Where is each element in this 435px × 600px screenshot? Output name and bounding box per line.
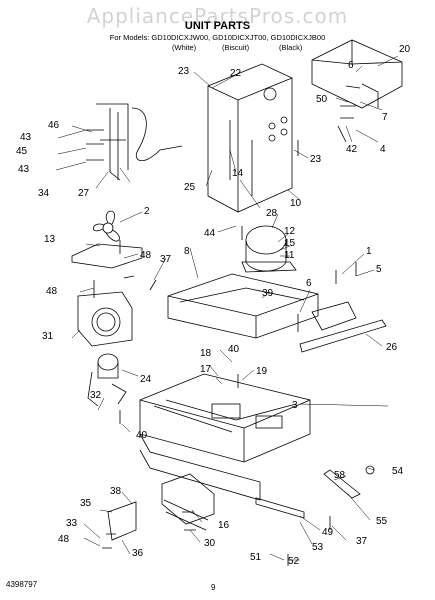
callout-13: 13 [44,234,56,245]
callout-20: 20 [399,44,411,55]
slide-part-49 [255,497,305,519]
callout-25: 25 [184,182,196,193]
callout-45: 45 [16,146,28,157]
callout-2: 2 [144,206,150,217]
condenser-shroud-part-22 [207,63,293,213]
color-label-biscuit: (Biscuit) [222,43,250,52]
callout-49: 49 [322,527,334,538]
callout-48: 48 [140,250,152,261]
callout-40: 40 [228,344,240,355]
fan-blade-part-2 [102,222,114,234]
callout-30: 30 [204,538,216,549]
callout-40: 40 [136,430,148,441]
diagram-title: UNIT PARTS [184,20,251,32]
callout-37: 37 [160,254,172,265]
callout-26: 26 [386,342,398,353]
callout-10: 10 [290,198,302,209]
callout-42: 42 [346,144,358,155]
fan-shroud-part-31 [77,291,133,347]
rod-part-55 [323,469,361,499]
callout-4: 4 [380,144,386,155]
drip-tray-part-8 [167,273,319,339]
fan-bracket-part-13 [71,243,143,269]
callout-17: 17 [200,364,212,375]
callout-32: 32 [90,390,102,401]
callout-7: 7 [382,112,388,123]
foot-part-54 [365,465,375,475]
callout-23: 23 [310,154,322,165]
callout-28: 28 [266,208,278,219]
callout-52: 52 [288,556,300,567]
callout-58: 58 [334,470,346,481]
cover-part-16 [161,473,215,525]
callout-55: 55 [376,516,388,527]
leader-lines [55,55,399,561]
site-watermark: AppliancePartsPros.com [86,4,349,28]
bracket-part-36 [107,501,137,541]
callout-35: 35 [80,498,92,509]
callout-14: 14 [232,168,244,179]
fan-motor-part-24 [97,353,119,371]
callout-6: 6 [306,278,312,289]
callout-1: 1 [366,246,372,257]
callout-18: 18 [200,348,212,359]
callout-50: 50 [316,94,328,105]
callout-53: 53 [312,542,324,553]
callout-39: 39 [262,288,274,299]
tubing-assembly [96,103,183,181]
callout-23: 23 [178,66,190,77]
page-number: 9 [211,583,216,592]
bracket-part-26 [299,319,387,353]
callout-24: 24 [140,374,152,385]
callout-11: 11 [284,250,295,261]
callout-8: 8 [184,246,190,257]
callout-43: 43 [18,164,30,175]
callout-15: 15 [284,238,296,249]
callout-31: 31 [42,331,54,342]
callout-33: 33 [66,518,78,529]
callout-37: 37 [356,536,368,547]
model-numbers: For Models: GD10DICXJW00, GD10DICXJT00, … [109,33,326,42]
callout-36: 36 [132,548,144,559]
callout-48: 48 [58,534,70,545]
callout-5: 5 [376,264,382,275]
callout-34: 34 [38,188,50,199]
callout-3: 3 [292,400,298,411]
callout-46: 46 [48,120,60,131]
callout-44: 44 [204,228,216,239]
callout-54: 54 [392,466,404,477]
color-label-white: (White) [172,43,197,52]
callout-19: 19 [256,366,268,377]
callout-12: 12 [284,226,296,237]
callout-27: 27 [78,188,90,199]
document-number: 4398797 [6,580,38,589]
callout-51: 51 [250,552,262,563]
callout-48: 48 [46,286,58,297]
color-label-black: (Black) [279,43,303,52]
callout-6: 6 [348,60,354,71]
callout-38: 38 [110,486,122,497]
callout-43: 43 [20,132,32,143]
screw-set [86,85,361,566]
callout-22: 22 [230,68,242,79]
callout-16: 16 [218,520,230,531]
